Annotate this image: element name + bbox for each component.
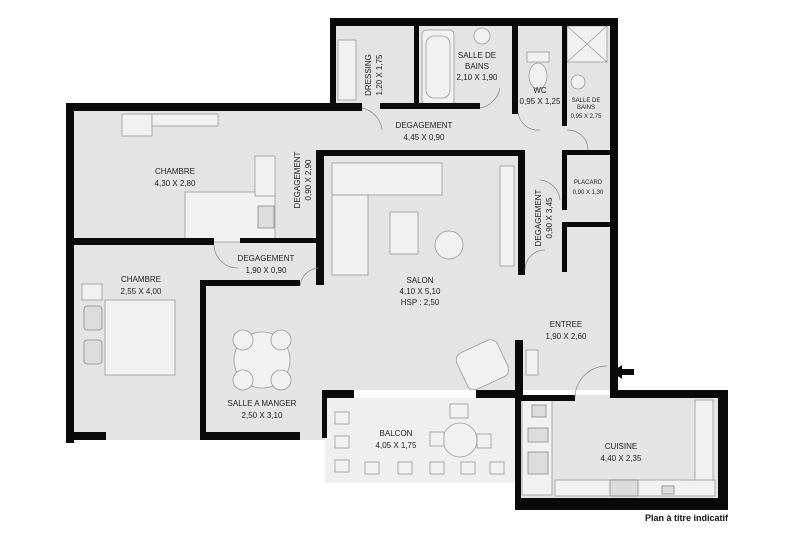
placard-dims: 0,90 X 1,30 — [573, 190, 604, 196]
deg1-label: DEGAGEMENT — [396, 121, 453, 130]
sdb-label-line2: BAINS — [465, 62, 489, 71]
deg1-dims: 4,45 X 0,90 — [404, 133, 445, 142]
chambre2-dims: 2,55 X 4,00 — [121, 287, 162, 296]
sdb2-label-line2: BAINS — [577, 105, 595, 111]
balcon-label: BALCON — [380, 429, 413, 438]
entry-arrow-icon — [612, 365, 634, 379]
floor-areas — [70, 20, 725, 500]
placard-label: PLACARD — [574, 180, 603, 186]
entree-label: ENTREE — [550, 320, 582, 329]
chambre1-dims: 4,30 X 2,80 — [155, 179, 196, 188]
salon-hsp: HSP : 2,50 — [401, 298, 440, 307]
walls — [66, 18, 728, 510]
salle-dims: 2,50 X 3,10 — [242, 411, 283, 420]
wc-dims: 0,95 X 1,25 — [520, 97, 561, 106]
sdb2-label-line1: SALLE DE — [572, 98, 601, 104]
dressing-label: DRESSING — [364, 54, 373, 96]
chambre2-label: CHAMBRE — [121, 275, 161, 284]
cuisine-dims: 4,40 X 2,35 — [601, 454, 642, 463]
deg4-dims: 1,90 X 0,90 — [246, 266, 287, 275]
doors — [213, 87, 608, 399]
balcon-dims: 4,05 X 1,75 — [376, 441, 417, 450]
deg4-label: DEGAGEMENT — [238, 254, 295, 263]
entree-dims: 1,90 X 2,60 — [546, 332, 587, 341]
room-labels: DRESSING 1,20 X 1,75 SALLE DE BAINS 2,10… — [121, 51, 642, 463]
sdb2-dims: 0,95 X 2,75 — [571, 114, 602, 120]
salon-label: SALON — [406, 276, 433, 285]
disclaimer-note: Plan à titre indicatif — [644, 513, 728, 523]
salle-label: SALLE A MANGER — [228, 399, 297, 408]
deg2-dims: 0,90 X 2,90 — [304, 159, 313, 200]
wc-label: WC — [533, 86, 547, 95]
deg3-label: DEGAGEMENT — [534, 189, 543, 246]
chambre1-label: CHAMBRE — [155, 167, 195, 176]
sdb-dims: 2,10 X 1,90 — [457, 73, 498, 82]
deg3-dims: 0,90 X 3,45 — [545, 197, 554, 238]
deg2-label: DEGAGEMENT — [293, 151, 302, 208]
salon-dims: 4,10 X 5,10 — [400, 287, 441, 296]
dressing-dims: 1,20 X 1,75 — [375, 54, 384, 95]
furniture — [81, 25, 716, 497]
cuisine-label: CUISINE — [605, 442, 637, 451]
sdb-label-line1: SALLE DE — [458, 51, 496, 60]
